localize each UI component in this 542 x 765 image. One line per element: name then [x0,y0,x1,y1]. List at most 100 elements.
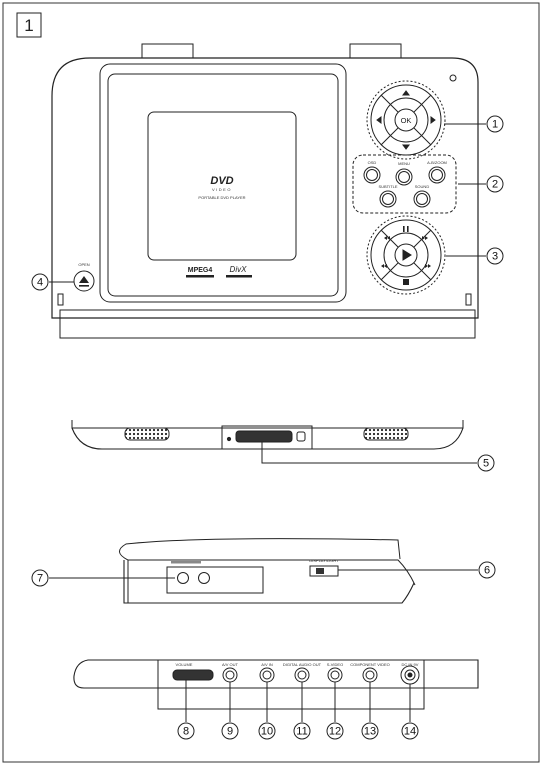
callout-number-6: 6 [484,565,490,577]
menu-button[interactable]: MENU [395,161,413,186]
navigation-pad[interactable] [366,80,446,160]
av-in-label: A/V IN [261,662,273,667]
osd-button[interactable]: OSD [363,160,381,184]
figure-number: 1 [24,16,33,35]
connector-panel [157,659,425,710]
eject-icon [79,276,89,283]
forward-icon [425,264,431,268]
callout-number-7: 7 [37,573,43,585]
side-body [123,560,415,604]
indicator-hole [449,74,457,82]
callout-circle-6 [478,561,496,579]
ok-label: OK [401,116,412,125]
rewind-icon [381,264,387,268]
nav-right-icon [430,116,436,124]
subtitle-label: SUBTITLE [378,184,397,189]
disc-window [147,111,297,261]
digital-audio-out-jack[interactable] [294,667,310,683]
dvd-logo: DVD VIDEO PORTABLE DVD PLAYER [198,175,245,200]
jack-panel [166,566,264,594]
nav-left-icon [376,116,382,124]
jack-right[interactable] [198,572,210,584]
codec-logos: MPEG4 DivX [186,265,252,278]
callout-number-9: 9 [227,726,233,738]
av-in-jack[interactable] [259,667,275,683]
mpeg4-underline [186,275,214,278]
prev-icon [384,236,390,240]
callout-number-2: 2 [492,179,498,191]
open-button[interactable]: OPEN [73,262,95,292]
dvd-sub-text: VIDEO [212,187,232,192]
divx-logo: DivX [230,265,248,274]
hinge-left [141,43,194,58]
callout-number-14: 14 [404,726,416,738]
speaker-left [124,427,170,441]
callout-number-10: 10 [261,726,273,738]
top-edge-view [71,420,464,450]
ab-zoom-button[interactable]: A-B/ZOOM [427,160,447,184]
ab-zoom-label: A-B/ZOOM [427,160,447,165]
back-panel-body [73,659,479,689]
callout-circle-1 [486,115,504,133]
dvd-logo-text: DVD [210,175,233,187]
headphone-jack[interactable] [296,431,306,442]
component-video-jack[interactable] [362,667,378,683]
back-panel-labels: VOLUME A/V OUT A/V IN DIGITAL AUDIO OUT … [176,662,419,667]
callout-circle-11 [293,722,311,740]
dc-in-label: DC IN 9V [402,662,419,667]
callout-circle-3 [486,247,504,265]
front-view [51,43,479,339]
s-video-label: S-VIDEO [327,662,343,667]
screen-bezel [107,73,339,297]
corner-tick-right [465,293,472,306]
av-out-label: A/V OUT [222,662,239,667]
s-video-jack[interactable] [327,667,343,683]
callout-number-5: 5 [483,458,489,470]
side-view [119,538,416,604]
ok-button[interactable] [394,108,418,132]
callout-number-3: 3 [492,251,498,263]
divx-underline [226,275,252,278]
dvd-caption: PORTABLE DVD PLAYER [198,195,245,200]
callout-number-8: 8 [183,726,189,738]
nav-down-icon [402,144,410,150]
nav-up-icon [402,90,410,96]
open-label: OPEN [78,262,89,267]
osd-label: OSD [368,160,377,165]
callout-number-1: 1 [492,119,498,131]
function-buttons: OSD MENU A-B/ZOOM SUBTITLE SOUND [352,154,457,214]
hinge-right [349,43,402,58]
speaker-right [363,427,409,441]
callout-circle-2 [486,175,504,193]
callout-circle-9 [221,722,239,740]
component-video-label: COMPONENT VIDEO [350,662,390,667]
av-out-jack[interactable] [222,667,238,683]
bottom-strip [59,309,476,339]
subtitle-button[interactable]: SUBTITLE [378,184,398,208]
screen-frame [99,63,347,303]
player-body [51,57,479,319]
digital-audio-out-label: DIGITAL AUDIO OUT [283,662,322,667]
side-lid [119,538,401,561]
next-icon [422,236,428,240]
jack-left[interactable] [177,572,189,584]
menu-label: MENU [398,161,410,166]
play-icon [402,249,412,261]
display-light-switch[interactable] [309,565,339,577]
playback-pad-outline [366,215,446,295]
pause-icon [403,226,405,232]
nav-pad-outline [366,80,446,160]
sound-label: SOUND [415,184,430,189]
callout-circle-4 [31,273,49,291]
callout-number-4: 4 [37,277,43,289]
volume-wheel[interactable] [172,669,214,681]
callout-number-12: 12 [329,726,341,738]
sound-button[interactable]: SOUND [413,184,431,208]
mpeg4-logo: MPEG4 [188,267,213,274]
playback-pad[interactable] [366,215,446,295]
power-switch[interactable] [235,430,293,443]
